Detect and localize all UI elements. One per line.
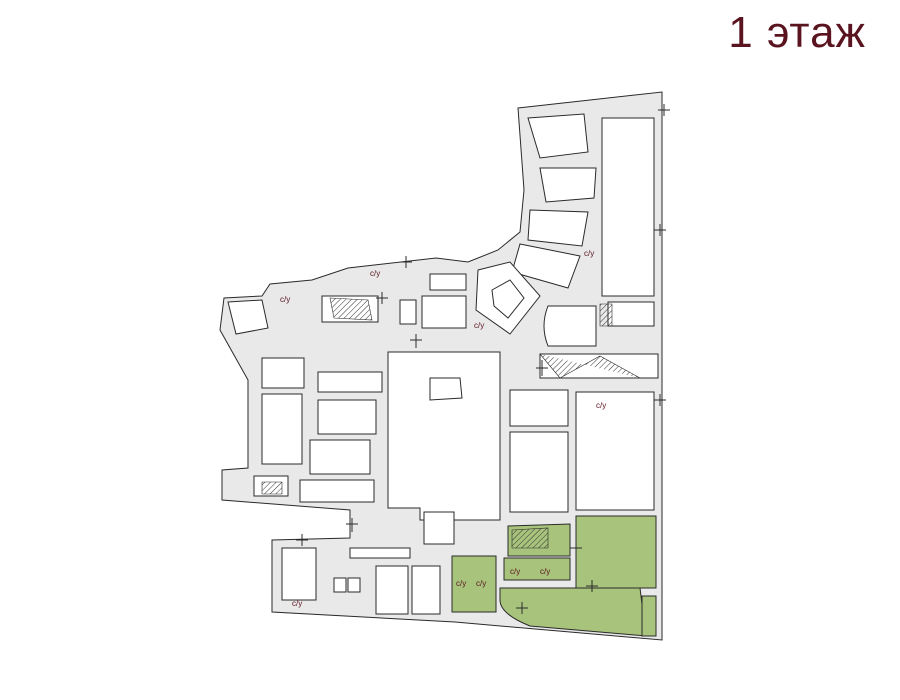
wc-label: с/у bbox=[596, 401, 606, 410]
room-left-6 bbox=[299, 479, 375, 503]
wc-label: с/у bbox=[474, 321, 484, 330]
wc-label: с/у bbox=[456, 579, 466, 588]
room-arc-2 bbox=[527, 209, 589, 247]
green-room-wc-block bbox=[503, 557, 571, 581]
central-hall bbox=[387, 351, 501, 521]
green-room-hall bbox=[499, 587, 647, 637]
room-left-5 bbox=[309, 439, 371, 475]
room-right-mid-2 bbox=[509, 389, 569, 427]
room-upper-3 bbox=[399, 299, 417, 325]
green-room-large bbox=[575, 515, 657, 589]
wc-label: с/у bbox=[510, 567, 520, 576]
room-bottom-5 bbox=[423, 511, 455, 545]
room-arc-3 bbox=[511, 243, 581, 289]
stairs bbox=[261, 297, 641, 549]
room-left-nw bbox=[227, 299, 269, 335]
green-room-left bbox=[451, 555, 497, 613]
room-left-2 bbox=[261, 393, 303, 465]
room-bottom-elevator-b bbox=[347, 577, 361, 593]
room-bottom-3 bbox=[411, 565, 441, 615]
interior-rooms bbox=[227, 113, 659, 615]
room-top-entry bbox=[527, 113, 589, 159]
wc-label: с/у bbox=[540, 567, 550, 576]
wc-label: с/у bbox=[476, 579, 486, 588]
room-bottom-elevator-a bbox=[333, 577, 347, 593]
room-bottom-2 bbox=[375, 565, 409, 615]
door-ticks bbox=[296, 104, 670, 614]
room-upper-2 bbox=[421, 295, 467, 329]
wc-label: с/у bbox=[370, 269, 380, 278]
room-left-4 bbox=[317, 399, 377, 435]
room-upper-5 bbox=[607, 301, 655, 327]
room-left-1 bbox=[261, 357, 305, 389]
room-arc-1 bbox=[539, 167, 597, 203]
room-left-3 bbox=[317, 371, 383, 393]
wc-label: с/у bbox=[584, 249, 594, 258]
room-bottom-4 bbox=[349, 547, 411, 559]
room-top-right bbox=[601, 117, 655, 297]
highlighted-area bbox=[451, 515, 657, 637]
room-bottom-1 bbox=[281, 547, 317, 601]
floor-title: 1 этаж bbox=[728, 8, 866, 57]
hall-island bbox=[429, 377, 463, 401]
room-curved bbox=[543, 305, 597, 347]
room-right-mid-1 bbox=[575, 391, 655, 511]
green-room-end bbox=[641, 595, 657, 637]
wc-labels: с/у с/у с/у с/у с/у с/у с/у с/у с/у с/у bbox=[280, 249, 606, 608]
room-right-mid-3 bbox=[509, 431, 569, 513]
room-upper-4 bbox=[429, 273, 467, 291]
wc-label: с/у bbox=[280, 295, 290, 304]
wc-label: с/у bbox=[292, 599, 302, 608]
